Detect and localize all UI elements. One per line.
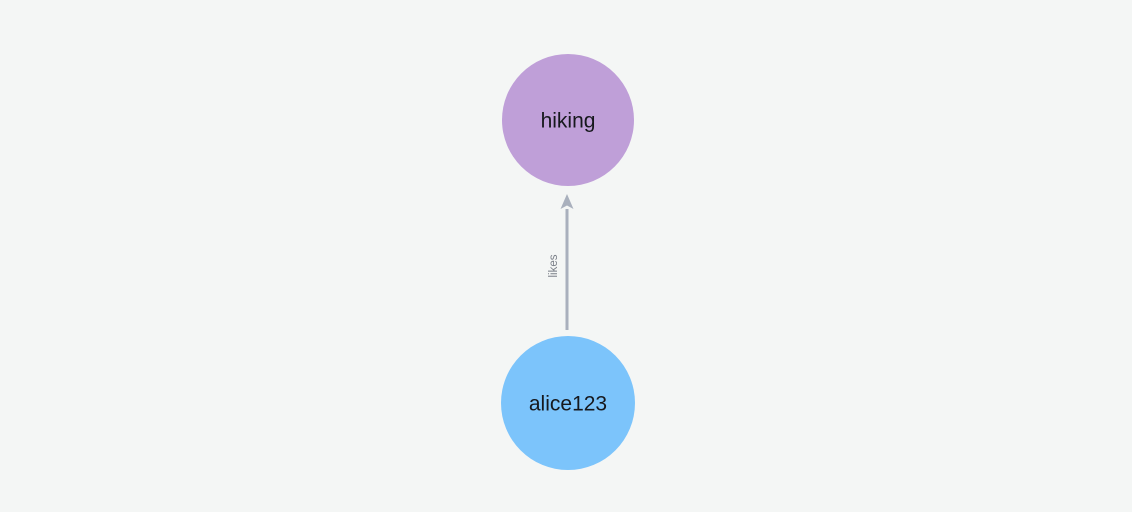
node-label-hiking: hiking — [541, 110, 596, 133]
node-circle-hiking[interactable] — [502, 54, 634, 186]
node-circle-alice123[interactable] — [501, 336, 635, 470]
graph-node-alice123[interactable]: alice123 — [501, 336, 635, 470]
graph-edge-likes[interactable]: likes — [548, 194, 574, 330]
edge-label-likes: likes — [548, 254, 560, 277]
graph-node-hiking[interactable]: hiking — [502, 54, 634, 186]
node-label-alice123: alice123 — [529, 393, 607, 416]
edge-arrowhead-icon — [560, 194, 574, 209]
